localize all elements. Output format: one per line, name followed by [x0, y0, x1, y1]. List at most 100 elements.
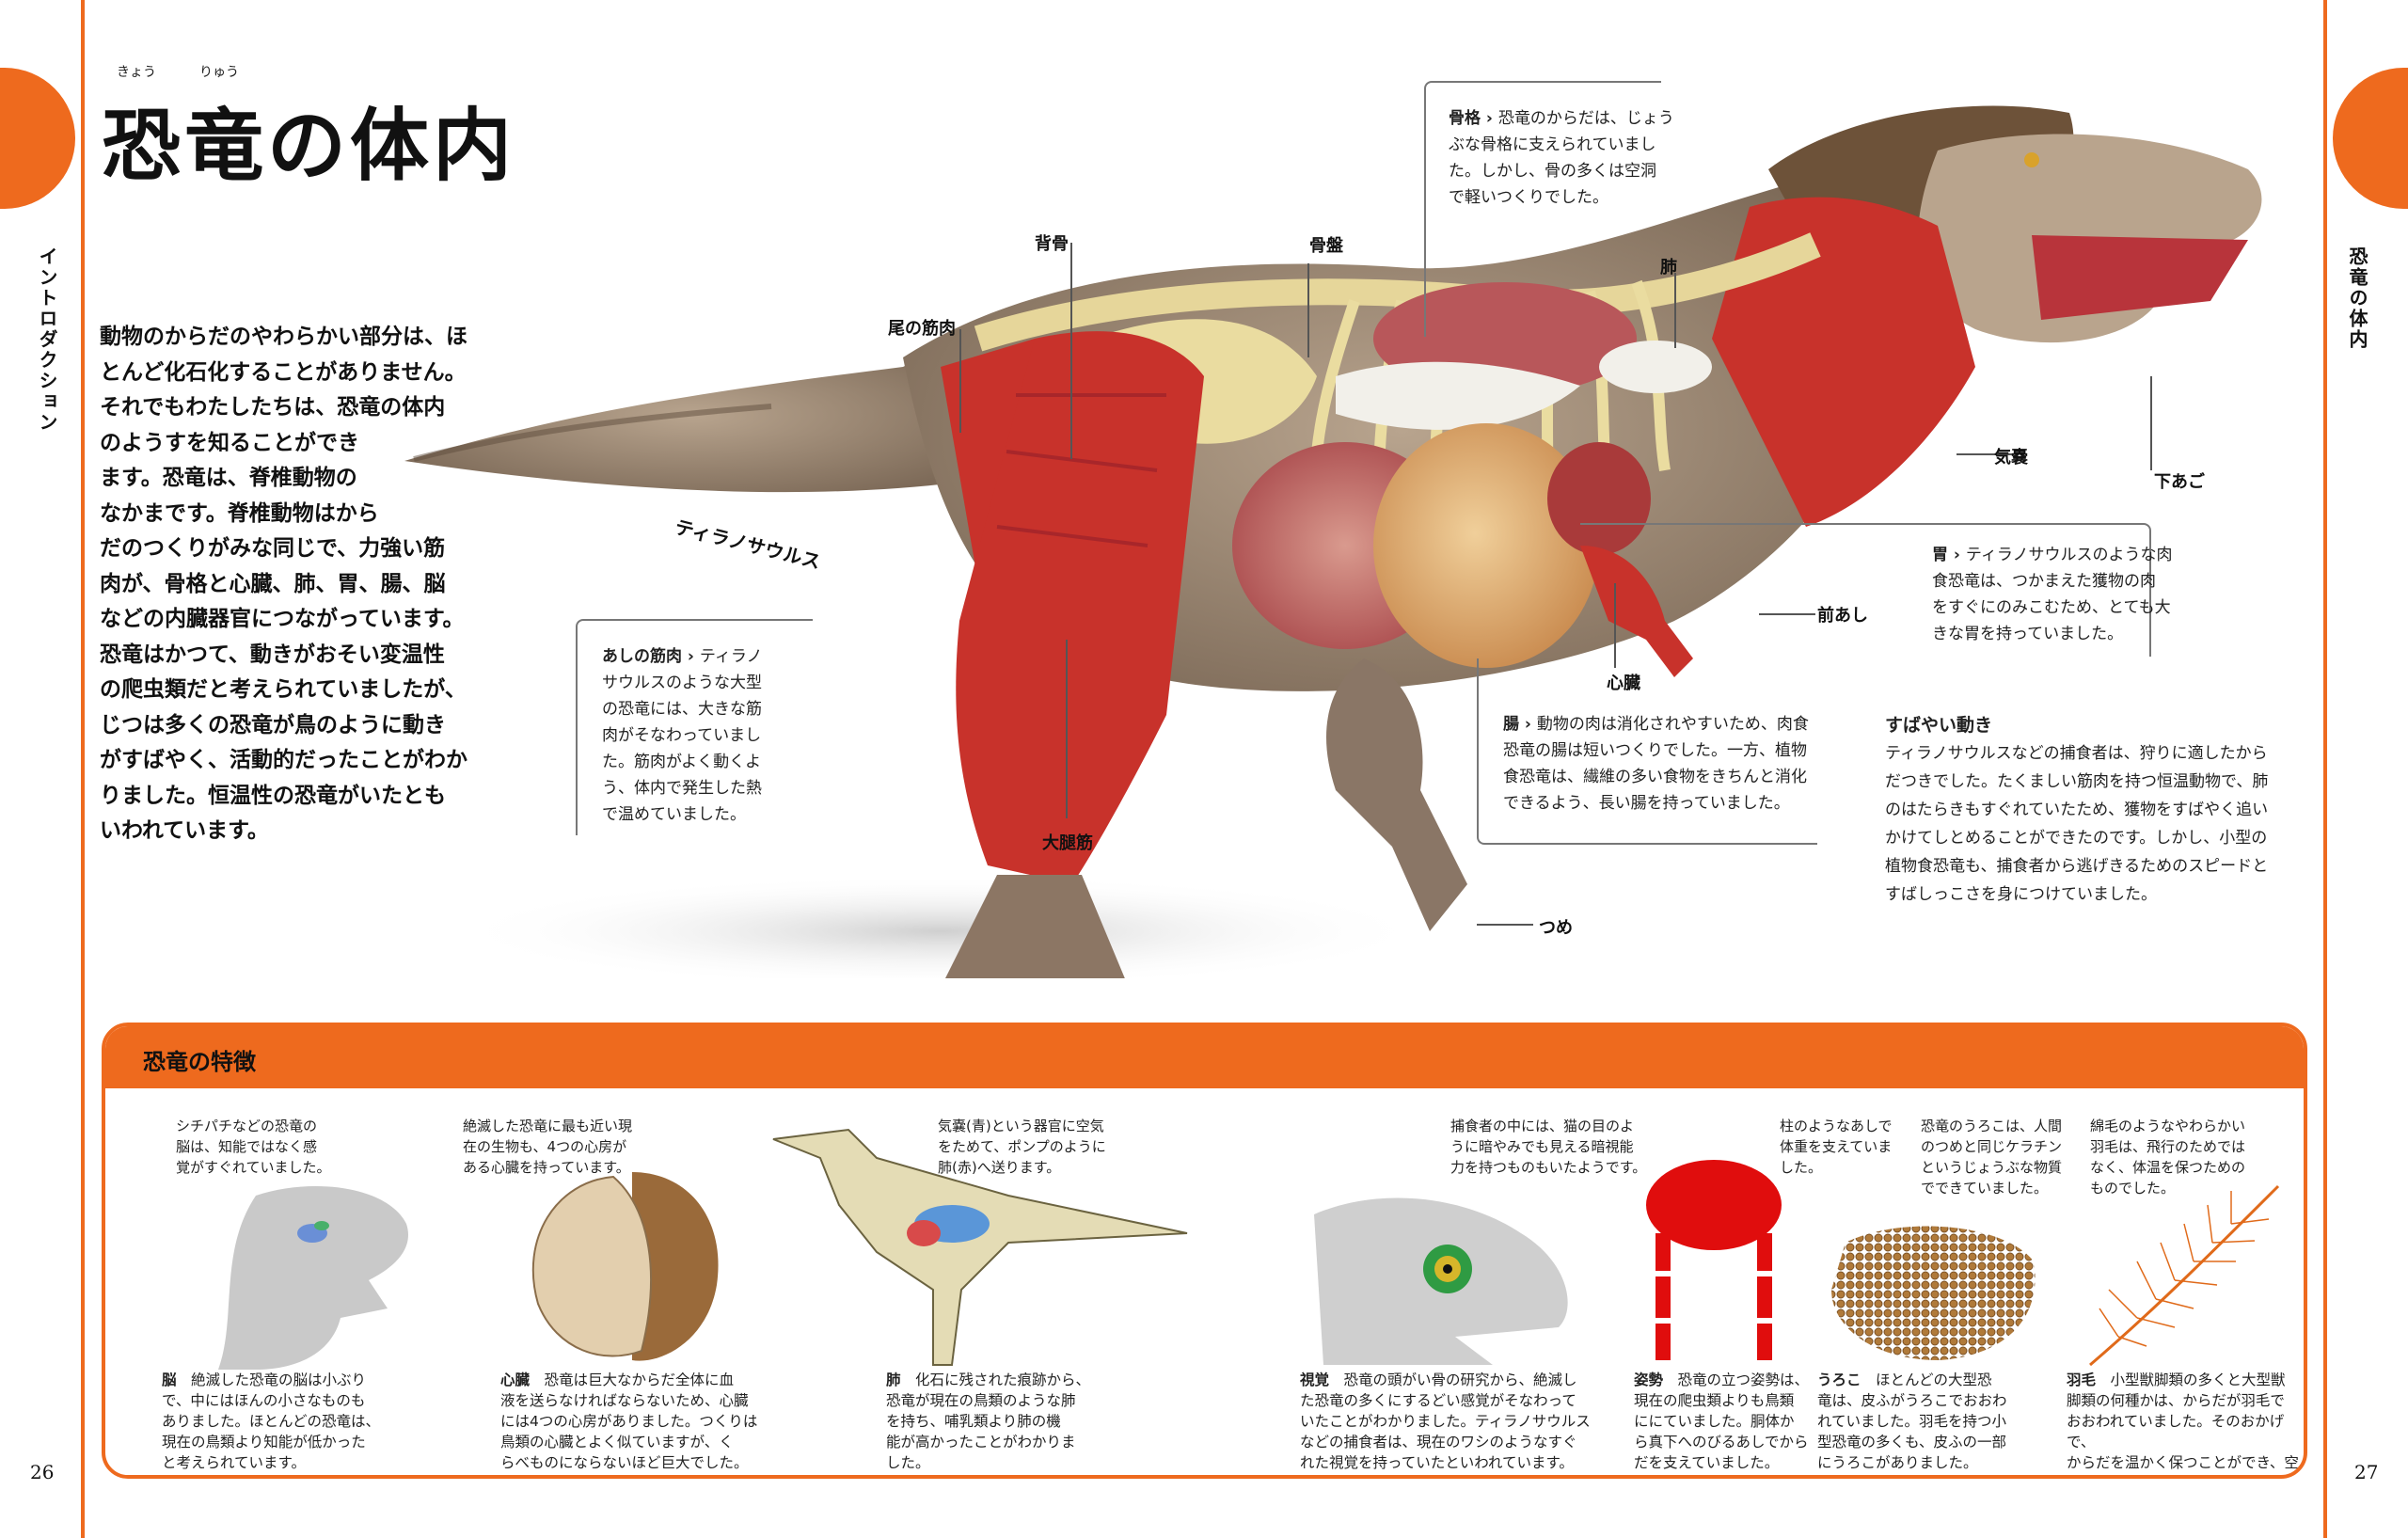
fast-movement-caption: すばやい動きティラノサウルスなどの捕食者は、狩りに適したからだつきでした。たくま…	[1885, 711, 2289, 909]
feature-top-line: うに暗やみでも見える暗視能	[1450, 1138, 1634, 1155]
feature-bottom-line: れていました。羽毛を持つ小	[1817, 1413, 2007, 1430]
skeleton-caption-bracket	[1424, 81, 1661, 337]
feature-top-line: 覚がすぐれていました。	[176, 1159, 331, 1176]
feature-bottom-line: だを支えていました。	[1634, 1454, 1780, 1471]
leader-forelimb	[1759, 613, 1815, 615]
feature-top-line: なく、体温を保つための	[2090, 1159, 2246, 1176]
page-number-right: 27	[2354, 1461, 2379, 1483]
feature-top-line: 力を持つものもいたようです。	[1450, 1159, 1647, 1176]
intestine-caption: 腸 › 動物の肉は消化されやすいため、肉食恐竜の腸は短いつくりでした。一方、植物…	[1503, 711, 1823, 817]
intro-line: ます。恐竜は、脊椎動物の	[100, 466, 357, 490]
hind-foot	[945, 875, 1125, 978]
feature-bottom-line: 絶滅した恐竜の脳は小ぶり	[191, 1372, 367, 1388]
feature-bottom-text: うろこ ほとんどの大型恐竜は、皮ふがうろこでおおわれていました。羽毛を持つ小型恐…	[1817, 1370, 2007, 1473]
feature-top-line: をためて、ポンプのように	[938, 1138, 1106, 1155]
feature-bottom-line: らべものにならないほど巨大でした。	[500, 1454, 749, 1471]
feature-top-line: 脳は、知能ではなく感	[176, 1138, 318, 1155]
feature-bottom-line: 脚類の何種かは、からだが羽毛で	[2067, 1392, 2285, 1409]
caption-line: ティラノ	[699, 647, 763, 666]
caption-line: 恐竜のからだは、じょう	[1497, 109, 1674, 128]
page-number-left: 26	[30, 1461, 55, 1483]
heart-organ	[1547, 442, 1651, 555]
feature-bottom-line: た恐竜の多くにするどい感覚がそなわって	[1300, 1392, 1576, 1409]
label-forelimb: 前あし	[1817, 606, 1868, 626]
caption-heading: 腸 ›	[1503, 715, 1537, 734]
intro-line: じつは多くの恐竜が鳥のように動き	[100, 712, 446, 737]
features-panel: 恐竜の特徴	[102, 1023, 2307, 1479]
feature-bottom-text: 姿勢 恐竜の立つ姿勢は、現在の爬虫類よりも鳥類ににていました。胴体から真下へのび…	[1634, 1370, 1809, 1473]
far-leg	[1326, 658, 1467, 931]
intro-line: 肉が、骨格と心臓、肺、胃、腸、脳	[100, 571, 446, 596]
caption-line: 食恐竜は、つかまえた獲物の肉	[1932, 572, 2156, 591]
feature-heading: 視覚	[1300, 1372, 1344, 1388]
intro-line: 恐竜はかつて、動きがおそい変温性	[100, 642, 445, 667]
right-tab	[2333, 68, 2408, 209]
feature-bottom-line: にうろこがありました。	[1817, 1454, 1978, 1471]
leader-jaw	[2150, 376, 2152, 470]
caption-line: た。筋肉がよく動くよ	[602, 753, 762, 771]
leader-airsac	[1956, 453, 2013, 455]
intro-line: それでもわたしたちは、恐竜の体内	[100, 395, 446, 420]
caption-line: ティラノサウルスのような肉	[1965, 546, 2173, 564]
feature-bottom-text: 視覚 恐竜の頭がい骨の研究から、絶滅した恐竜の多くにするどい感覚がそなわっていた…	[1300, 1370, 1591, 1473]
feature-bottom-line: いたことがわかりました。ティラノサウルス	[1300, 1413, 1591, 1430]
stomach-caption: 胃 › ティラノサウルスのような肉食恐竜は、つかまえた獲物の肉をすぐにのみこむた…	[1932, 542, 2214, 647]
brain-silhouette-figure	[218, 1186, 408, 1370]
mouth	[2032, 235, 2248, 320]
caption-line: のはたらきもすぐれていたため、獲物をすばやく追い	[1885, 801, 2269, 819]
right-tab-label: 恐竜の体内	[2346, 246, 2368, 350]
leader-thigh	[1066, 640, 1068, 818]
label-lower-jaw: 下あご	[2154, 472, 2205, 492]
left-tab-label: イントロダクション	[36, 246, 58, 433]
caption-line: 動物の肉は消化されやすいため、肉食	[1536, 715, 1809, 734]
caption-line: 食恐竜は、繊維の多い食物をきちんと消化	[1503, 768, 1807, 786]
leader-tail	[959, 329, 961, 433]
caption-line: ぶな骨格に支えられていまし	[1449, 135, 1656, 154]
label-air-sac: 気嚢	[1994, 448, 2028, 468]
feature-top-line: 気嚢(青)という器官に空気	[938, 1118, 1104, 1134]
stomach-organ	[1373, 423, 1599, 668]
feature-bottom-line: ほとんどの大型恐	[1876, 1372, 1992, 1388]
caption-line: の恐竜には、大きな筋	[602, 700, 762, 719]
intro-line: なかまです。脊椎動物はから	[100, 500, 379, 526]
feature-bottom-line: 鳥類の心臓とよく似ていますが、く	[500, 1434, 734, 1451]
label-heart: 心臓	[1607, 674, 1640, 693]
feature-top-text: 気嚢(青)という器官に空気をためて、ポンプのように肺(赤)へ送ります。	[938, 1116, 1106, 1178]
caption-line: で軽いつくりでした。	[1449, 188, 1608, 207]
feature-top-line: 恐竜のうろこは、人間	[1921, 1118, 2063, 1134]
feature-top-line: のつめと同じケラチン	[1921, 1138, 2063, 1155]
intro-line: のようすを知ることができ	[100, 430, 359, 455]
forelimb	[1580, 546, 1693, 677]
skeleton-caption: 骨格 › 恐竜のからだは、じょうぶな骨格に支えられていました。しかし、骨の多くは…	[1449, 105, 1674, 211]
page-title: 恐竜の体内	[102, 100, 516, 192]
feature-heading: 肺	[886, 1372, 916, 1388]
caption-heading-line: すばやい動き	[1885, 711, 2289, 739]
caption-heading: 胃 ›	[1932, 546, 1966, 564]
feature-top-text: 恐竜のうろこは、人間のつめと同じケラチンというじょうぶな物質でできていました。	[1921, 1116, 2062, 1198]
feature-bottom-line: 現在の鳥類より知能が低かった	[162, 1434, 366, 1451]
stomach-caption-bracket	[1580, 523, 2151, 657]
feature-top-line: 肺(赤)へ送ります。	[938, 1159, 1061, 1176]
feature-top-line: 絶滅した恐竜に最も近い現	[463, 1118, 633, 1134]
feature-top-line: 体重を支えていま	[1780, 1138, 1893, 1155]
caption-line: た。しかし、骨の多くは空洞	[1449, 162, 1656, 181]
caption-line: ティラノサウルスなどの捕食者は、狩りに適したから	[1885, 744, 2268, 763]
eye-head-figure	[1314, 1197, 1568, 1365]
leader-claw	[1477, 924, 1533, 926]
caption-line: 肉がそなわっていまし	[602, 726, 762, 745]
feature-bottom-line: 液を送らなければならないため、心臓	[500, 1392, 749, 1409]
label-claw: つめ	[1539, 918, 1573, 938]
intro-line: いわれています。	[100, 818, 269, 843]
intestine-caption-bracket	[1477, 658, 1817, 845]
feature-bottom-text: 羽毛 小型獣脚類の多くと大型獣脚類の何種かは、からだが羽毛でおおわれていました。…	[2067, 1370, 2304, 1475]
feature-top-text: 絶滅した恐竜に最も近い現在の生物も、4つの心房がある心臓を持っています。	[463, 1116, 632, 1178]
leader-lung	[1674, 273, 1676, 348]
caption-line: 植物食恐竜も、捕食者から逃げきるためのスピードと	[1885, 857, 2269, 876]
leader-spine	[1070, 243, 1072, 459]
feature-top-line: ある心臓を持っています。	[463, 1159, 630, 1176]
label-tail-muscle: 尾の筋肉	[888, 319, 956, 339]
caption-line: かけてしとめることができたのです。しかし、小型の	[1885, 829, 2268, 848]
leg-muscle-caption-bracket	[576, 619, 813, 835]
feature-top-line: でできていました。	[1921, 1180, 2049, 1197]
leg-muscle-caption: あしの筋肉 › ティラノサウルスのような大型の恐竜には、大きな筋肉がそなわってい…	[602, 643, 781, 828]
